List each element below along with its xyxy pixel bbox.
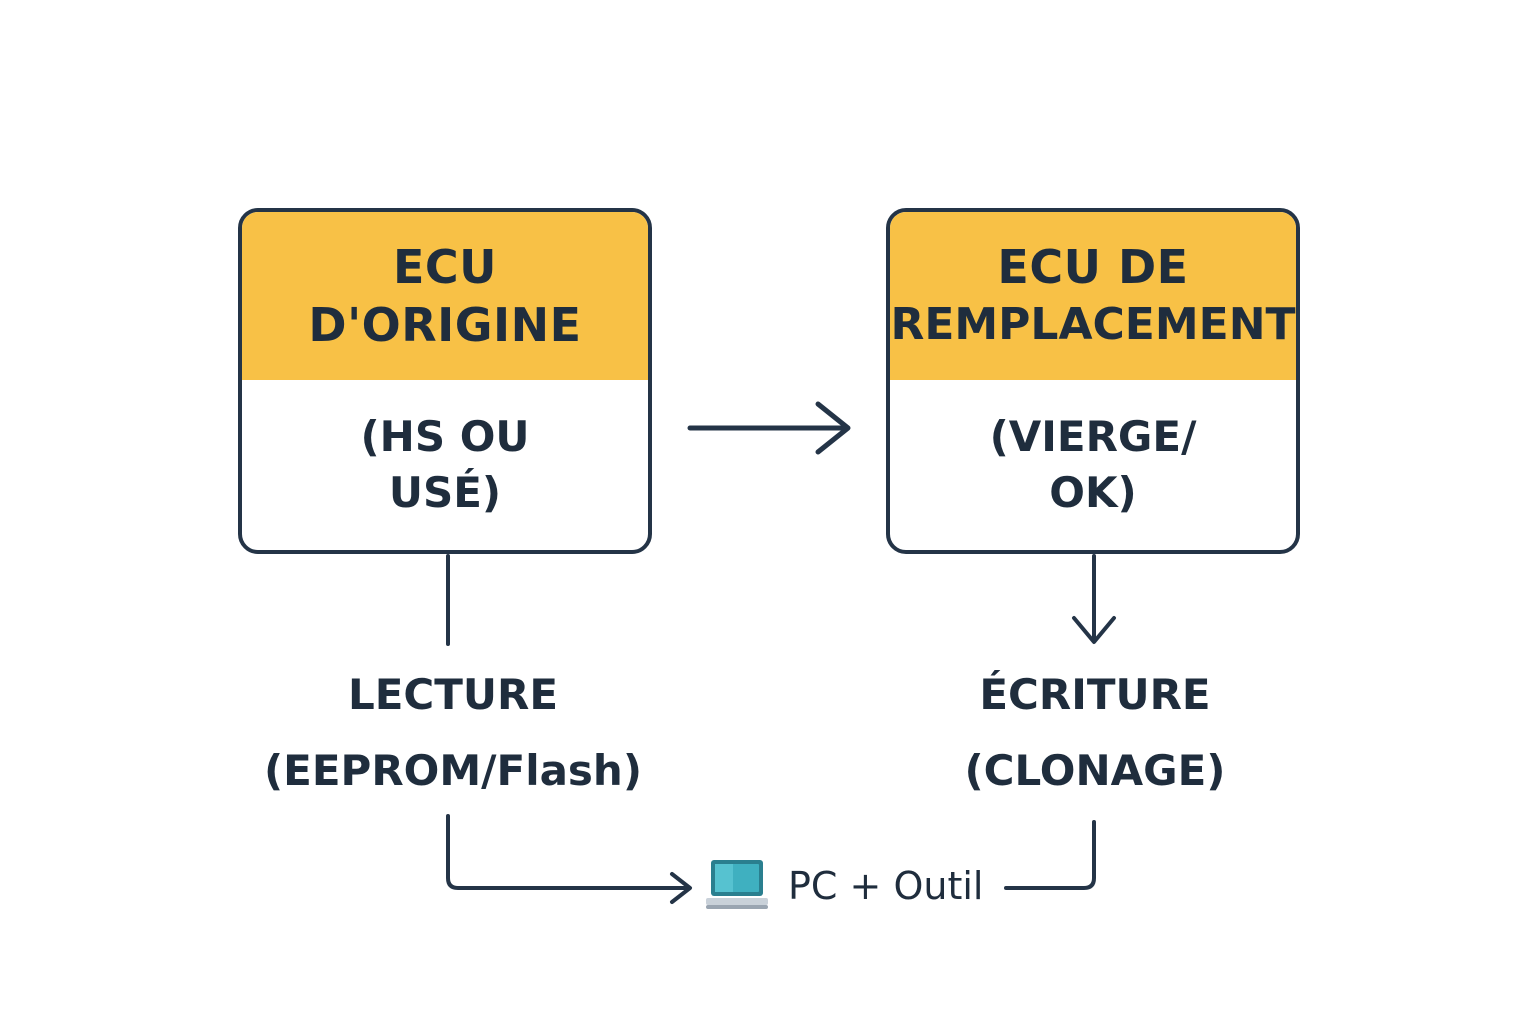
write-step-detail: (CLONAGE) xyxy=(964,746,1226,795)
source-ecu-status-line-2: USÉ) xyxy=(388,468,502,517)
transfer-arrow xyxy=(687,401,851,455)
target-ecu-status: (VIERGE/ OK) xyxy=(890,380,1296,550)
read-step-detail: (EEPROM/Flash) xyxy=(263,746,643,795)
target-ecu-box: ECU DE REMPLACEMENT (VIERGE/ OK) xyxy=(886,208,1300,554)
target-ecu-header: ECU DE REMPLACEMENT xyxy=(890,212,1296,380)
target-ecu-status-line-2: OK) xyxy=(1049,468,1137,517)
target-ecu-status-line-1: (VIERGE/ xyxy=(989,412,1197,461)
read-step-label: LECTURE xyxy=(347,670,559,719)
target-ecu-title-line-1: ECU DE xyxy=(997,240,1189,294)
target-ecu-title-line-2: REMPLACEMENT xyxy=(890,299,1296,350)
source-ecu-status: (HS OU USÉ) xyxy=(242,380,648,550)
tool-label: PC + Outil xyxy=(788,864,984,908)
write-down-arrow xyxy=(1072,554,1116,644)
source-ecu-header: ECU D'ORIGINE xyxy=(242,212,648,380)
laptop-icon xyxy=(706,860,768,909)
source-ecu-title-line-1: ECU xyxy=(392,240,498,294)
source-ecu-box: ECU D'ORIGINE (HS OU USÉ) xyxy=(238,208,652,554)
pc-to-write-line xyxy=(1004,820,1096,890)
source-ecu-title-line-2: D'ORIGINE xyxy=(308,298,582,352)
source-ecu-status-line-1: (HS OU xyxy=(360,412,530,461)
read-to-pc-arrow xyxy=(446,814,692,904)
write-step-label: ÉCRITURE xyxy=(979,670,1211,719)
